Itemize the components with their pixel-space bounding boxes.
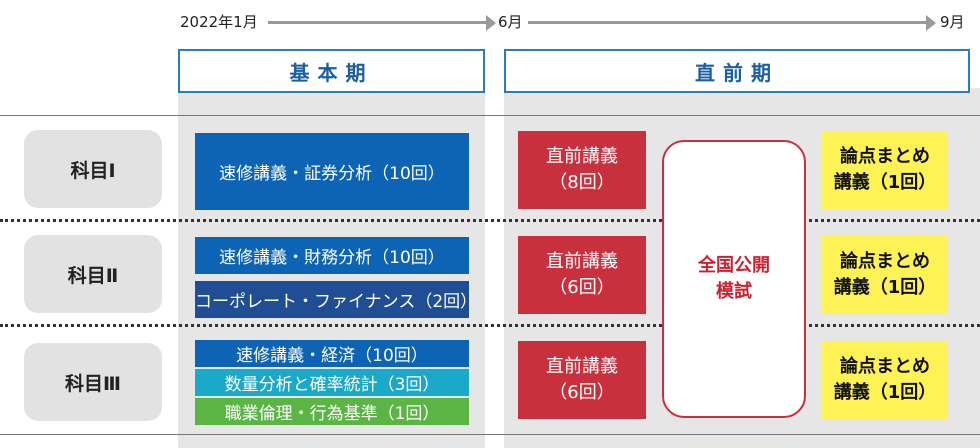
final-period-header: 直前期 [504,49,970,93]
final-lecture-s2-title: 直前講義 [546,251,618,272]
summary-lecture-s1-count: 講義（1回） [833,172,937,193]
bottom-separator [0,434,980,435]
basic-course-s3-2: 数量分析と確率統計（3回） [195,369,469,396]
final-lecture-s3-title: 直前講義 [546,356,618,377]
final-lecture-s1-count: （8回） [549,172,615,193]
timeline-arrow-2-line [528,21,928,24]
summary-lecture-s3: 論点まとめ 講義（1回） [822,341,948,419]
basic-course-s2-2: コーポレート・ファイナンス（2回） [195,281,477,318]
mock-exam-line1: 全国公開 [698,255,770,276]
subject-3-label: 科目Ⅲ [24,343,162,421]
summary-lecture-s1: 論点まとめ 講義（1回） [822,131,948,209]
basic-course-s3-3: 職業倫理・行為基準（1回） [195,398,469,425]
timeline-start-label: 2022年1月 [180,13,258,31]
basic-course-s1-1: 速修講義・証券分析（10回） [195,133,469,210]
summary-lecture-s3-count: 講義（1回） [833,382,937,403]
final-lecture-s2: 直前講義 （6回） [518,236,646,314]
basic-period-header: 基本期 [178,49,485,93]
row-separator-1 [0,219,980,222]
header-separator [0,115,980,116]
timeline-mid-label: 6月 [498,13,523,31]
final-lecture-s3: 直前講義 （6回） [518,341,646,419]
summary-lecture-s2-count: 講義（1回） [833,277,937,298]
summary-lecture-s2: 論点まとめ 講義（1回） [822,236,948,314]
subject-1-label: 科目Ⅰ [24,130,162,208]
basic-course-s2-1: 速修講義・財務分析（10回） [195,237,469,274]
timeline-arrow-2-head [926,15,936,31]
summary-lecture-s3-title: 論点まとめ [840,356,930,377]
summary-lecture-s2-title: 論点まとめ [840,251,930,272]
mock-exam-box: 全国公開 模試 [662,140,806,418]
final-lecture-s1: 直前講義 （8回） [518,131,646,209]
row-separator-2 [0,324,980,327]
basic-course-s3-1: 速修講義・経済（10回） [195,340,469,367]
final-lecture-s3-count: （6回） [549,382,615,403]
timeline-end-label: 9月 [940,13,965,31]
summary-lecture-s1-title: 論点まとめ [840,146,930,167]
mock-exam-line2: 模試 [716,281,752,302]
final-lecture-s1-title: 直前講義 [546,146,618,167]
timeline-arrow-1-line [268,21,488,24]
timeline-arrow-1-head [486,15,496,31]
final-lecture-s2-count: （6回） [549,277,615,298]
subject-2-label: 科目Ⅱ [24,235,162,313]
